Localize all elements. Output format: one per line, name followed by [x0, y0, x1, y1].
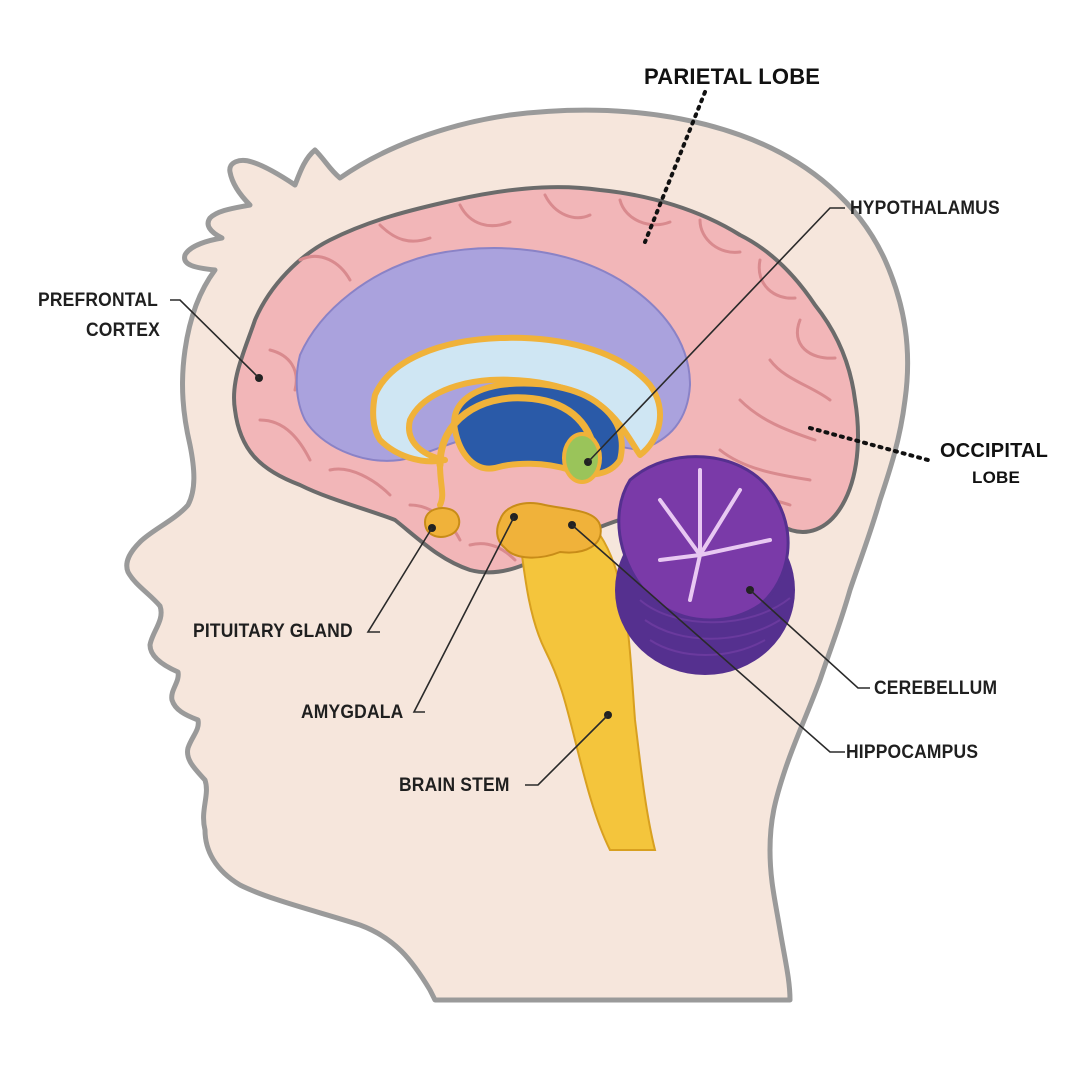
prefrontal-label-line1: PREFRONTAL — [38, 290, 158, 312]
cerebellum-label: CEREBELLUM — [874, 678, 997, 700]
hippocampus-label: HIPPOCAMPUS — [846, 742, 978, 764]
hypothalamus-label: HYPOTHALAMUS — [850, 198, 1000, 220]
pituitary-structure — [425, 508, 459, 537]
pituitary-gland-label: PITUITARY GLAND — [193, 621, 353, 643]
prefrontal-label-line2: CORTEX — [86, 320, 160, 342]
hypothalamus-structure — [564, 434, 600, 482]
parietal-lobe-label: PARIETAL LOBE — [644, 64, 820, 89]
limbic-connector — [440, 465, 442, 505]
occipital-label-line1: OCCIPITAL — [940, 440, 1048, 463]
occipital-label-line2: LOBE — [972, 468, 1020, 488]
amygdala-label: AMYGDALA — [301, 702, 403, 724]
brain-stem-label: BRAIN STEM — [399, 775, 510, 797]
